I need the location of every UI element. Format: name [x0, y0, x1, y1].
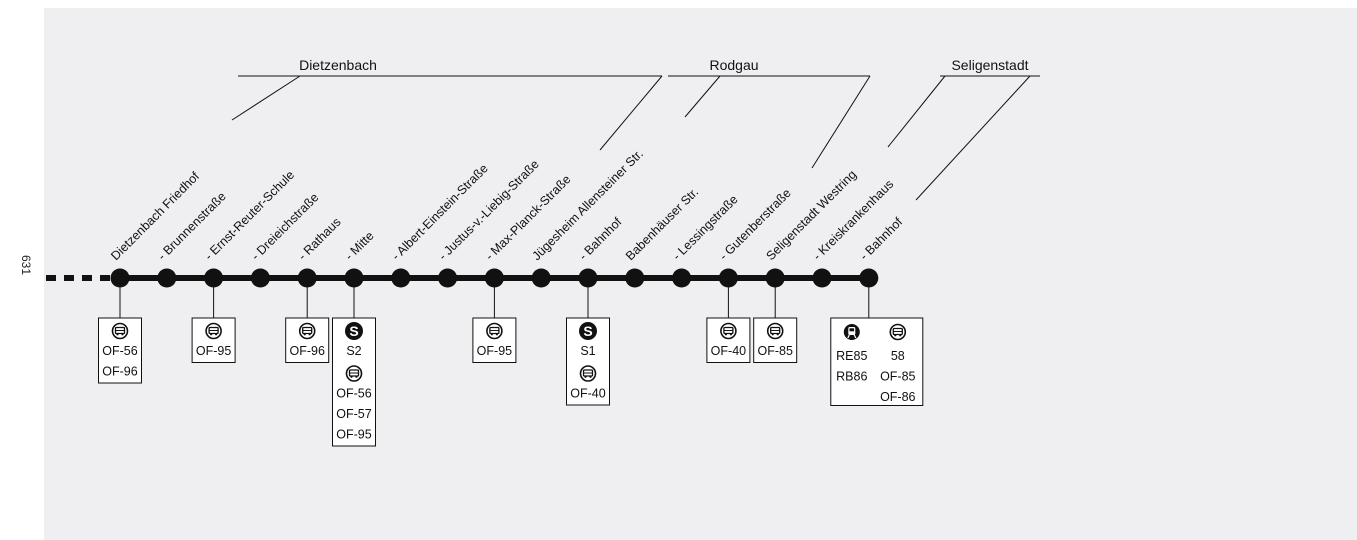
s-bahn-icon: S	[345, 322, 363, 340]
s-bahn-icon: S	[579, 322, 597, 340]
stop-label: - Ernst-Reuter-Schule	[202, 168, 297, 263]
connection-line-label: OF-95	[477, 344, 512, 358]
stop-label: - Bahnhof	[576, 215, 625, 264]
stop-label: - Max-Planck-Straße	[483, 172, 574, 263]
region-connector-line	[811, 75, 871, 169]
connection-line-label: RB86	[836, 370, 867, 384]
bus-icon	[111, 322, 129, 340]
stop-dot	[578, 268, 598, 288]
stop-dot	[859, 268, 879, 288]
connection-line-label: OF-96	[289, 344, 324, 358]
bus-icon	[720, 322, 737, 340]
stop-label: - Kreiskrankenhaus	[810, 177, 896, 263]
connection-box	[191, 317, 236, 363]
stop-dot	[718, 268, 738, 288]
stop-dot	[204, 268, 224, 288]
bus-icon	[766, 322, 784, 340]
stop-dot	[484, 268, 504, 288]
region-label: Seligenstadt	[951, 57, 1028, 73]
svg-text:S: S	[349, 323, 358, 339]
region-connector-line	[599, 75, 663, 151]
stop-label: - Rathaus	[295, 215, 343, 263]
bus-icon	[205, 322, 222, 340]
bus-icon	[345, 365, 363, 382]
region-connector-line	[915, 75, 1031, 201]
connection-line-label: OF-96	[102, 365, 137, 379]
stop-dot	[672, 268, 692, 288]
stop-dot	[250, 268, 270, 288]
connection-line-label: OF-40	[711, 344, 746, 358]
svg-text:S: S	[583, 323, 592, 339]
stop-dot	[531, 268, 551, 288]
stop-label: Dietzenbach Friedhof	[108, 169, 202, 263]
bus-icon	[486, 322, 503, 340]
stop-dot	[438, 268, 458, 288]
connection-line-label: OF-95	[196, 344, 231, 358]
connection-line-label: OF-85	[880, 370, 915, 384]
stop-dot	[812, 268, 832, 288]
connection-line-label: 58	[891, 349, 905, 363]
connection-line-label: OF-85	[757, 344, 792, 358]
connection-line-label: OF-40	[570, 387, 605, 401]
stop-label: - Bahnhof	[857, 215, 906, 264]
stop-dot	[344, 268, 364, 288]
connection-line-label: OF-86	[880, 390, 915, 404]
stop-dot	[391, 268, 411, 288]
region-connector-line	[887, 75, 946, 148]
stop-dot	[110, 268, 130, 288]
region-label: Rodgau	[709, 57, 758, 73]
stop-dot	[297, 268, 317, 288]
stop-dot	[157, 268, 177, 288]
connection-line-label: OF-56	[102, 344, 137, 358]
connection-line-label: OF-56	[336, 387, 371, 401]
bus-icon	[889, 323, 907, 341]
train-icon	[843, 324, 860, 340]
connection-line-label: OF-95	[336, 428, 371, 442]
stop-dot	[765, 268, 785, 288]
connection-line-label: OF-57	[336, 407, 371, 421]
connection-line-label: S1	[580, 344, 595, 358]
connection-line-label: RE85	[836, 349, 867, 363]
stop-dot	[625, 268, 645, 288]
region-connector-line	[231, 75, 301, 121]
stop-label: Seligenstadt Westring	[763, 167, 859, 263]
connection-line-label: S2	[346, 344, 361, 358]
bus-icon	[298, 322, 316, 340]
bus-icon	[579, 365, 597, 382]
region-label: Dietzenbach	[299, 57, 377, 73]
region-connector-line	[684, 75, 721, 118]
stop-label: - Mitte	[342, 229, 376, 263]
